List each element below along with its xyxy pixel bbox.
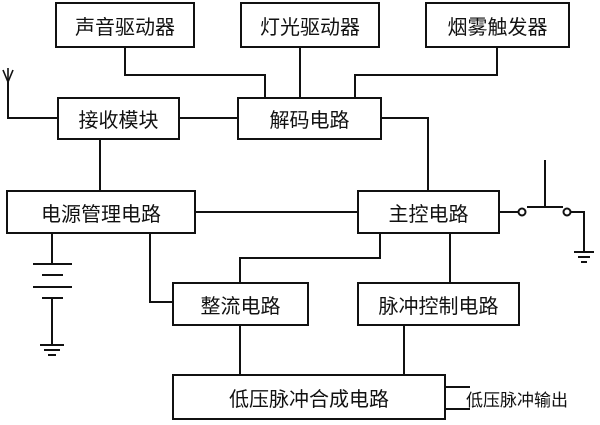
rectifier-label: 整流电路 — [200, 293, 281, 318]
low-voltage-pulse-label: 低压脉冲合成电路 — [229, 386, 389, 411]
main-control-block: 主控电路 — [357, 190, 500, 234]
battery-icon — [33, 263, 72, 356]
low-voltage-pulse-block: 低压脉冲合成电路 — [172, 374, 446, 420]
sound-driver-label: 声音驱动器 — [75, 14, 175, 39]
antenna-icon — [2, 68, 14, 83]
smoke-trigger-label: 烟雾触发器 — [447, 14, 548, 39]
pulse-control-block: 脉冲控制电路 — [357, 282, 520, 326]
switch-icon — [517, 160, 585, 252]
light-driver-block: 灯光驱动器 — [240, 2, 380, 48]
power-management-label: 电源管理电路 — [41, 201, 161, 226]
rectifier-block: 整流电路 — [172, 282, 309, 326]
wire-smoke-to-decoder — [354, 48, 498, 97]
wire-main-to-rectifier — [239, 234, 381, 282]
pulse-control-label: 脉冲控制电路 — [378, 293, 499, 318]
wire-antenna — [7, 82, 57, 119]
sound-driver-block: 声音驱动器 — [55, 2, 195, 48]
ground-icon — [574, 251, 594, 263]
decoder-label: 解码电路 — [269, 108, 350, 132]
main-control-label: 主控电路 — [388, 201, 469, 226]
power-management-block: 电源管理电路 — [6, 190, 196, 234]
wire-sound-to-decoder — [124, 48, 266, 97]
smoke-trigger-block: 烟雾触发器 — [425, 2, 570, 48]
receiver-label: 接收模块 — [78, 108, 159, 132]
output-label: 低压脉冲输出 — [466, 391, 568, 411]
wire-power-to-rectifier — [149, 234, 172, 303]
receiver-block: 接收模块 — [57, 97, 180, 140]
light-driver-label: 灯光驱动器 — [260, 14, 360, 39]
wire-decoder-to-main — [382, 117, 429, 194]
decoder-block: 解码电路 — [237, 97, 382, 140]
